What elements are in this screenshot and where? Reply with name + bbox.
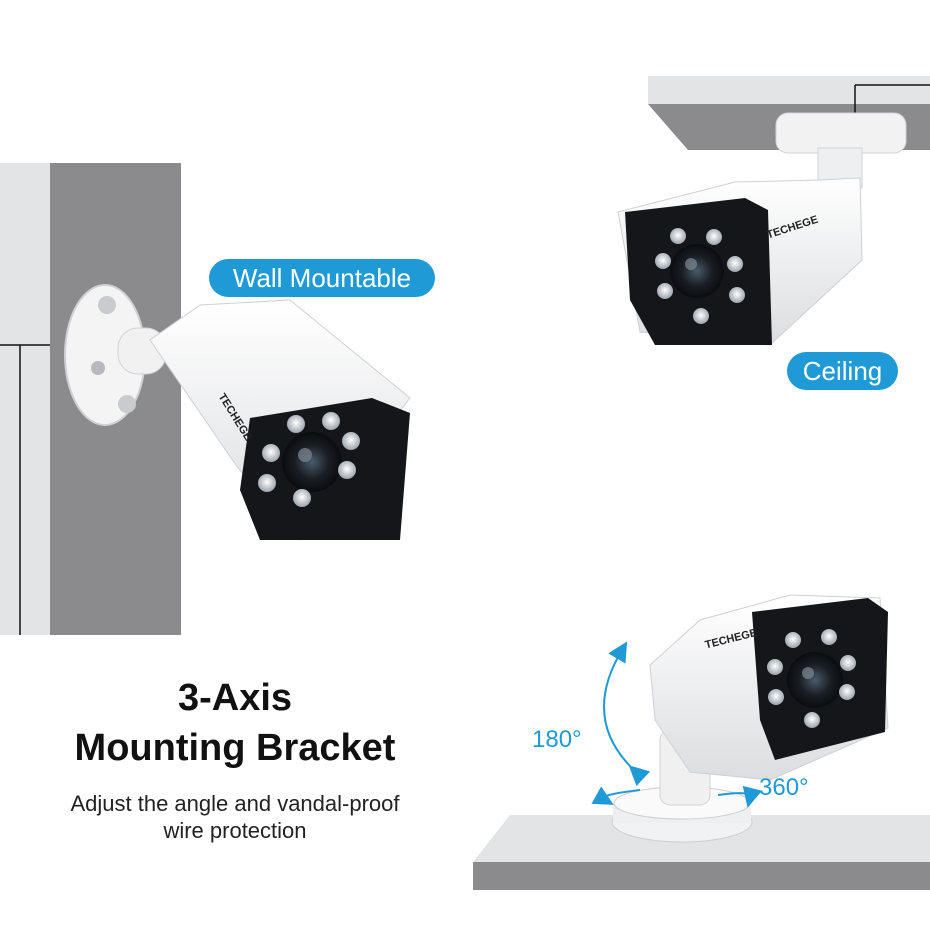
- camera-floor: TECHEGE: [611, 594, 889, 843]
- headline-line-1: 3-Axis: [177, 677, 293, 719]
- wall-mountable-label: Wall Mountable: [209, 259, 435, 297]
- camera-wall: TECHEGE: [64, 284, 411, 541]
- description-line-2: wire protection: [163, 818, 307, 843]
- description-line-1: Adjust the angle and vandal-proof: [70, 791, 400, 816]
- headline-line-2: Mounting Bracket: [74, 727, 396, 769]
- rotation-arrows: [591, 641, 763, 808]
- vertical-angle-label: 180°: [532, 726, 582, 753]
- camera-ceiling: TECHEGE: [617, 112, 907, 346]
- horizontal-angle-label: 360°: [759, 774, 809, 801]
- ceiling-label: Ceiling: [787, 352, 898, 390]
